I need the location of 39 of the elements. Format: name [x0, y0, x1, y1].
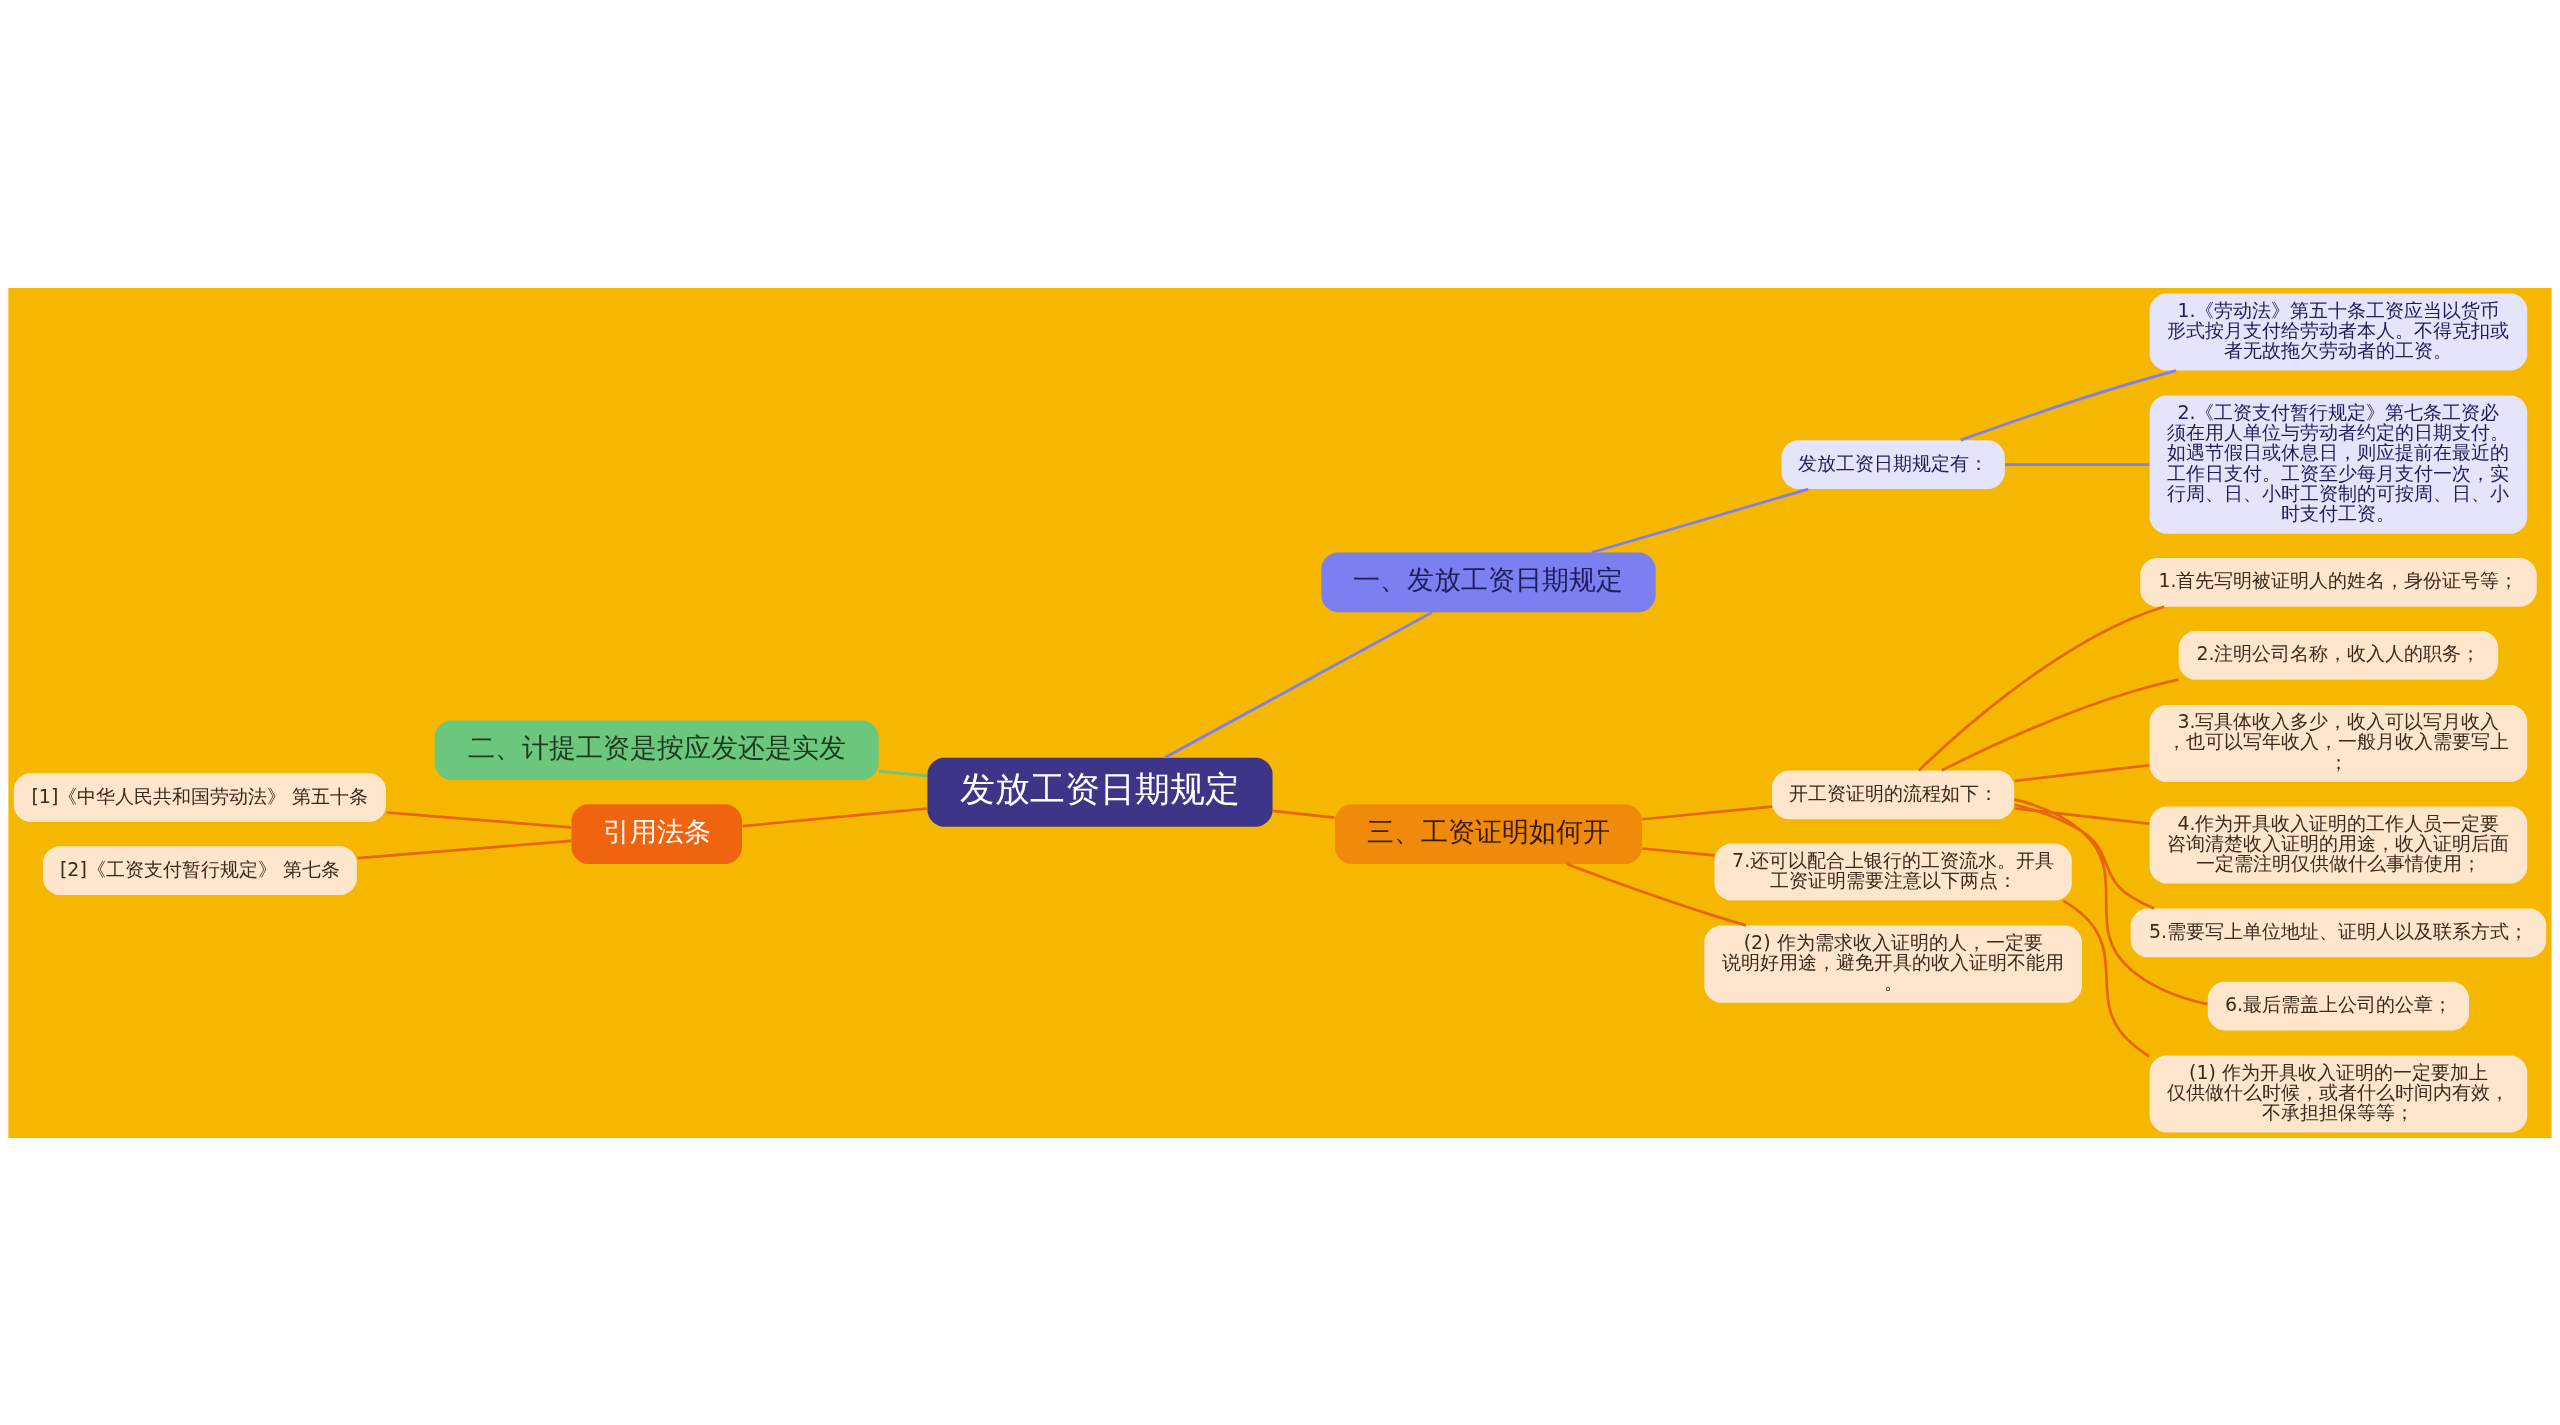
- node-box: 开工资证明的流程如下：: [1772, 770, 2015, 819]
- connector: [1917, 604, 2165, 771]
- node-box: 发放工资日期规定有：: [1781, 439, 2005, 489]
- node-box: (2) 作为需求收入证明的人，一定要说明好用途，避免开具的收入证明不能用。: [1704, 925, 2082, 1003]
- connector: [1164, 610, 1433, 759]
- node-box: 2.注明公司名称，收入人的职务；: [2178, 630, 2499, 680]
- node-box: 2.《工资支付暂行规定》第七条工资必须在用人单位与劳动者约定的日期支付。如遇节假日或休息日，则应提前在最近的工作日支付。工资至少每月支付一次，实行周、日、小时工资制的可按周、日、小时支付工资。: [2149, 395, 2528, 534]
- connector: [2014, 797, 2208, 1005]
- connector: [1642, 846, 1715, 857]
- connector: [878, 769, 928, 777]
- node-box: 二、计提工资是按应发还是实发: [434, 719, 879, 780]
- node-box: [1]《中华人民共和国劳动法》 第五十条: [13, 772, 386, 822]
- connector: [386, 810, 572, 829]
- node-box: 5.需要写上单位地址、证明人以及联系方式；: [2130, 908, 2547, 957]
- connector: [2014, 763, 2150, 782]
- connector: [357, 839, 572, 859]
- node-box: 三、工资证明如何开: [1334, 803, 1643, 864]
- node-box: [2]《工资支付暂行规定》 第七条: [42, 845, 357, 895]
- node-box: 7.还可以配合上银行的工资流水。开具工资证明需要注意以下两点：: [1714, 843, 2072, 900]
- node-box: 6.最后需盖上公司的公章；: [2207, 981, 2470, 1030]
- node-box: 3.写具体收入多少，收入可以写月收入，也可以写年收入，一般月收入需要写上；: [2149, 704, 2528, 782]
- connector: [1272, 809, 1335, 819]
- connector: [1591, 487, 1809, 554]
- connector: [2062, 898, 2150, 1058]
- connector: [2014, 806, 2150, 825]
- connector: [1566, 862, 1747, 927]
- node-box: 一、发放工资日期规定: [1321, 552, 1656, 612]
- node-box: 1.首先写明被证明人的姓名，身份证号等；: [2140, 557, 2537, 607]
- node-box: (1) 作为开具收入证明的一定要加上仅供做什么时候，或者什么时间内有效，不承担担保等等；: [2149, 1054, 2528, 1133]
- connector: [2014, 802, 2155, 910]
- node-box: 引用法条: [571, 803, 742, 864]
- connector: [2005, 462, 2150, 466]
- connector: [1941, 677, 2179, 772]
- connector: [1642, 804, 1772, 821]
- connector: [742, 806, 928, 827]
- node-box: 4.作为开具收入证明的工作人员一定要咨询清楚收入证明的用途，收入证明后面一定需注明仅供做什么事情使用；: [2149, 805, 2528, 884]
- node-box: 1.《劳动法》第五十条工资应当以货币形式按月支付给劳动者本人。不得克扣或者无故拖欠劳动者的工资。: [2149, 292, 2528, 371]
- node-box: 发放工资日期规定: [927, 757, 1273, 827]
- connector: [1960, 368, 2177, 441]
